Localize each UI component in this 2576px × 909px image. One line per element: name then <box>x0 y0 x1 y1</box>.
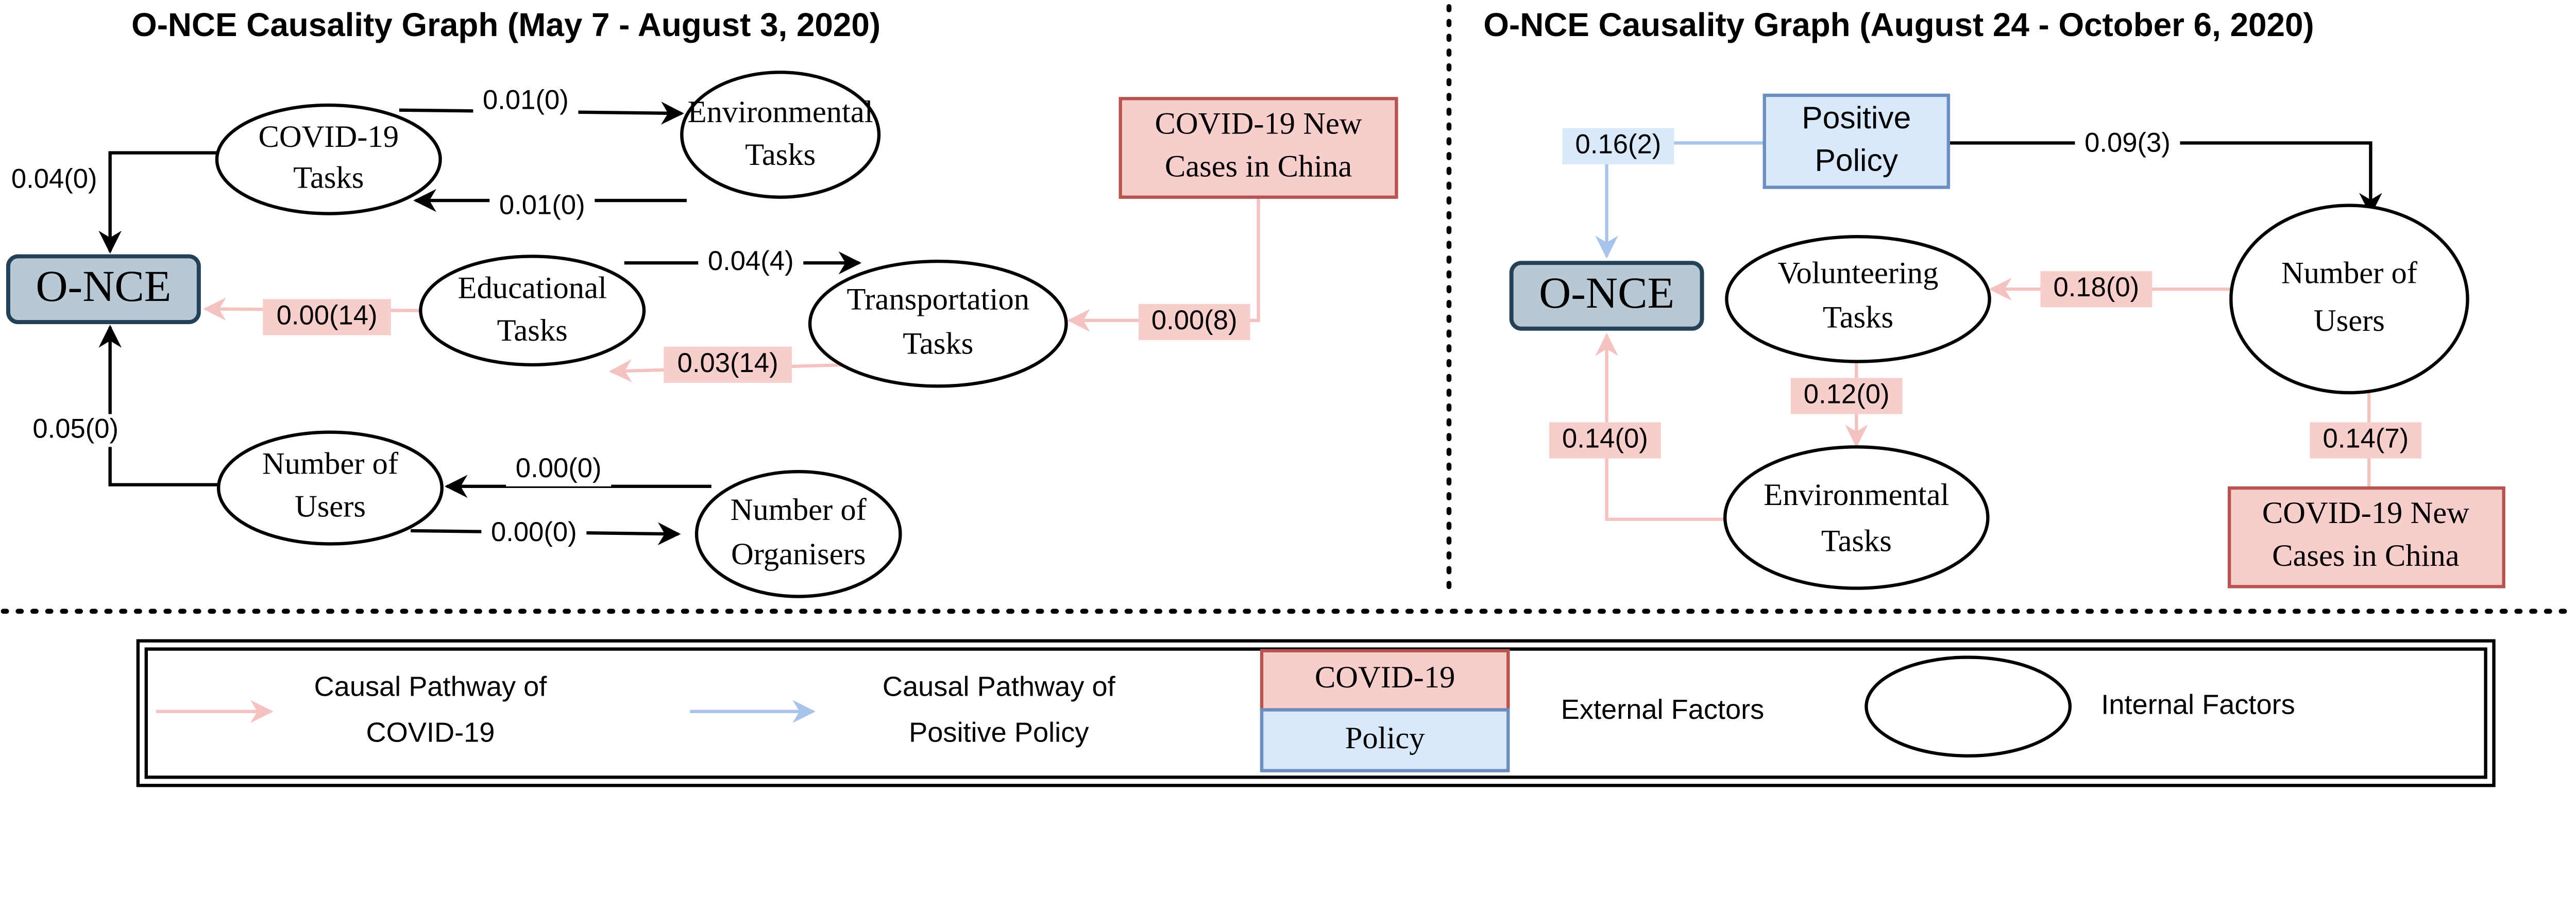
right-graph: O-NCE Causality Graph (August 24 - Octob… <box>1483 6 2505 590</box>
node-label: O-NCE <box>36 261 171 311</box>
legend-internal-ellipse <box>1865 655 2072 758</box>
node-new-cases-china: COVID-19 New Cases in China <box>2227 486 2505 588</box>
legend-policy-label: Positive Policy <box>909 717 1089 748</box>
node-label: Volunteering <box>1778 256 1939 291</box>
legend: Causal Pathway of COVID-19 Causal Pathwa… <box>136 639 2496 787</box>
legend-covid-box-label: COVID-19 <box>1315 660 1455 695</box>
edge-label: 0.09(3) <box>2084 128 2171 158</box>
node-label: O-NCE <box>1539 268 1674 317</box>
node-label: Policy <box>1815 143 1898 178</box>
edge-label: 0.18(0) <box>2053 272 2139 302</box>
edge-newcases-to-transport <box>1067 197 1260 332</box>
edge-users-to-once <box>98 325 219 486</box>
node-environmental-tasks: Environmental Tasks <box>680 71 881 199</box>
node-number-of-users: Number of Users <box>216 430 444 546</box>
node-label: COVID-19 <box>258 120 399 154</box>
node-label: Transportation <box>847 282 1030 317</box>
edge-label: 0.01(0) <box>483 85 569 115</box>
node-label: Tasks <box>1821 524 1892 558</box>
left-graph-title: O-NCE Causality Graph (May 7 - August 3,… <box>131 6 880 43</box>
node-label: Tasks <box>497 313 568 348</box>
node-label: Number of <box>262 447 399 481</box>
node-label: COVID-19 New <box>2262 496 2469 530</box>
node-label: Cases in China <box>1165 149 1352 183</box>
legend-internal-label: Internal Factors <box>2101 689 2295 720</box>
node-covid-tasks: COVID-19 Tasks <box>215 103 442 215</box>
edge-label: 0.00(0) <box>491 517 577 547</box>
edge-label: 0.16(2) <box>1575 129 1662 160</box>
node-number-of-users: Number of Users <box>2229 204 2469 395</box>
node-positive-policy: Positive Policy <box>1762 93 1951 189</box>
edge-label: 0.12(0) <box>1804 379 1890 409</box>
node-transportation-tasks: Transportation Tasks <box>808 259 1068 388</box>
node-label: Educational <box>457 271 606 305</box>
left-graph: O-NCE Causality Graph (May 7 - August 3,… <box>2 6 1398 598</box>
legend-policy-label: Causal Pathway of <box>883 671 1116 702</box>
node-label: Users <box>2314 304 2385 338</box>
edge-env-to-once <box>1595 333 1725 521</box>
edge-label: 0.00(8) <box>1151 305 1238 335</box>
legend-covid-label: COVID-19 <box>366 717 495 748</box>
node-label: Users <box>295 489 366 524</box>
node-label: Environmental <box>1764 478 1949 512</box>
edge-covid-to-once <box>98 151 219 254</box>
node-label: Positive <box>1802 100 1911 135</box>
legend-covid-label: Causal Pathway of <box>314 671 548 702</box>
edge-label: 0.00(0) <box>516 453 602 483</box>
node-label: Tasks <box>293 161 364 195</box>
node-label: Organisers <box>731 537 866 571</box>
node-new-cases-china: COVID-19 New Cases in China <box>1118 97 1398 199</box>
causality-diagram: O-NCE Causality Graph (May 7 - August 3,… <box>1 4 2575 787</box>
legend-external-label: External Factors <box>1561 694 1765 725</box>
node-label: Environmental <box>688 95 873 129</box>
edge-label: 0.04(4) <box>708 246 794 276</box>
legend-external-box: COVID-19 Policy <box>1260 649 1510 772</box>
node-educational-tasks: Educational Tasks <box>419 255 646 367</box>
edge-label: 0.14(7) <box>2323 423 2409 453</box>
edge-label: 0.00(14) <box>277 300 378 330</box>
node-label: Tasks <box>903 327 973 361</box>
edge-label: 0.05(0) <box>32 413 118 444</box>
node-label: Number of <box>2281 256 2418 291</box>
node-label: Cases in China <box>2272 538 2460 573</box>
node-label: Number of <box>731 493 867 527</box>
right-graph-title: O-NCE Causality Graph (August 24 - Octob… <box>1483 6 2314 43</box>
node-label: Tasks <box>745 138 816 172</box>
edge-label: 0.04(0) <box>11 164 97 194</box>
node-once: O-NCE <box>6 254 201 324</box>
edge-label: 0.03(14) <box>677 348 778 378</box>
edge-label: 0.01(0) <box>499 190 585 221</box>
node-volunteering-tasks: Volunteering Tasks <box>1725 234 1991 363</box>
node-once: O-NCE <box>1509 261 1704 331</box>
legend-policy-box-label: Policy <box>1345 721 1426 755</box>
node-label: Tasks <box>1823 300 1893 335</box>
node-environmental-tasks: Environmental Tasks <box>1723 445 1990 590</box>
node-number-of-organisers: Number of Organisers <box>694 469 902 598</box>
edge-label: 0.14(0) <box>1562 423 1648 453</box>
node-label: COVID-19 New <box>1155 106 1362 141</box>
